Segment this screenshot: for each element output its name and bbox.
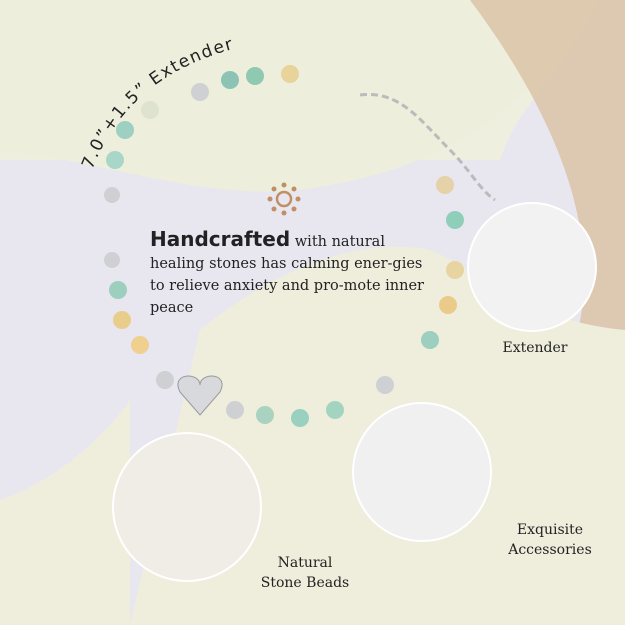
accessories-detail-image xyxy=(352,402,492,542)
beads-line1: Natural xyxy=(277,555,333,571)
sun-icon xyxy=(267,182,301,216)
headline-text: Handcrafted with natural healing stones … xyxy=(150,228,440,319)
extender-label: Extender xyxy=(502,340,568,356)
headline-bold: Handcrafted xyxy=(150,227,291,251)
bracelet-beads xyxy=(104,65,496,427)
accessories-line1: Exquisite xyxy=(516,522,584,538)
headline-rest: with natural healing stones has calming … xyxy=(150,234,424,316)
accessories-line2: Accessories xyxy=(508,542,592,558)
beads-detail-image xyxy=(112,432,262,582)
extender-detail-image xyxy=(467,202,597,332)
beads-line2: Stone Beads xyxy=(260,575,350,591)
